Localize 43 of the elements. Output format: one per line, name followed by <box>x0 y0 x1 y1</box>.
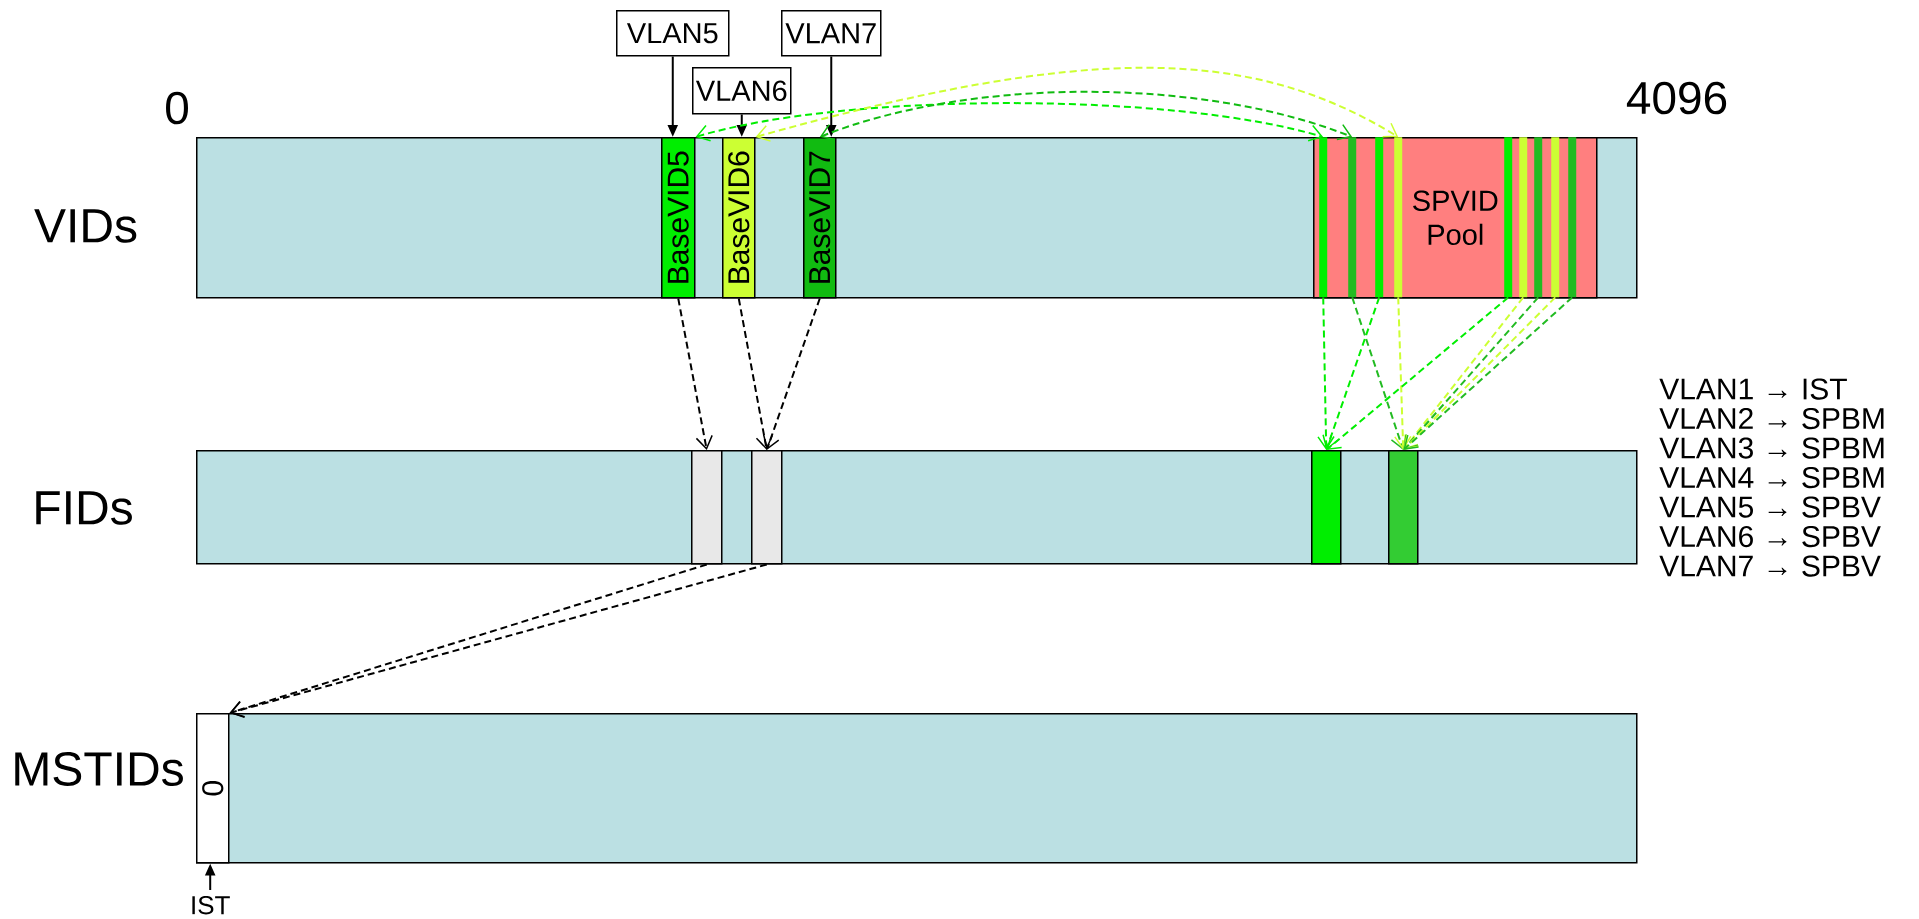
vid-block: BaseVID5 <box>661 137 696 299</box>
arrow <box>762 297 821 450</box>
row-label: FIDs <box>36 491 132 525</box>
fid-block <box>1311 450 1342 565</box>
arrow <box>737 297 773 450</box>
ist-label: IST <box>192 896 230 915</box>
row-label: VIDs <box>34 209 137 243</box>
vid-stripe <box>1568 137 1577 298</box>
double-arrow <box>755 66 1399 142</box>
vid-stripe <box>1519 137 1528 298</box>
arrow <box>1317 296 1335 450</box>
vid-stripe <box>1375 137 1384 298</box>
arrow <box>1322 296 1381 450</box>
mapping-text: VLAN4 → SPBM <box>1659 466 1884 489</box>
mstid-block: 0 <box>196 713 230 864</box>
fid-block <box>691 450 723 565</box>
mapping-text: VLAN3 → SPBM <box>1659 437 1884 459</box>
fid-block <box>751 450 783 565</box>
vlan-box: VLAN7 <box>781 10 882 57</box>
arrow <box>1326 296 1510 450</box>
vid-block: BaseVID6 <box>722 137 756 299</box>
vid-stripe <box>1534 137 1543 298</box>
mapping-text: VLAN1 → IST <box>1659 378 1847 400</box>
vlan-box: VLAN6 <box>692 67 792 115</box>
vid-stripe <box>1394 137 1403 298</box>
mapping-text: VLAN6 → SPBV <box>1659 525 1881 548</box>
vlan-box: VLAN5 <box>616 10 730 57</box>
axis-label: 4096 <box>1626 81 1727 115</box>
axis-label: 0 <box>166 91 188 125</box>
double-arrow <box>819 90 1353 141</box>
row-label: MSTIDs <box>15 752 183 786</box>
mapping-text: VLAN5 → SPBV <box>1659 496 1881 518</box>
vid-stripe <box>1504 137 1513 298</box>
vid-block: BaseVID7 <box>803 137 837 299</box>
arrow <box>1394 296 1412 450</box>
double-arrow <box>695 102 1324 142</box>
mapping-text: VLAN7 → SPBV <box>1659 555 1881 577</box>
fid-block <box>1388 450 1419 565</box>
vid-stripe <box>1348 137 1357 298</box>
arrow <box>677 297 713 450</box>
vid-stripe <box>1551 137 1560 298</box>
mapping-text: VLAN2 → SPBM <box>1659 407 1884 430</box>
vid-stripe <box>1319 137 1328 298</box>
